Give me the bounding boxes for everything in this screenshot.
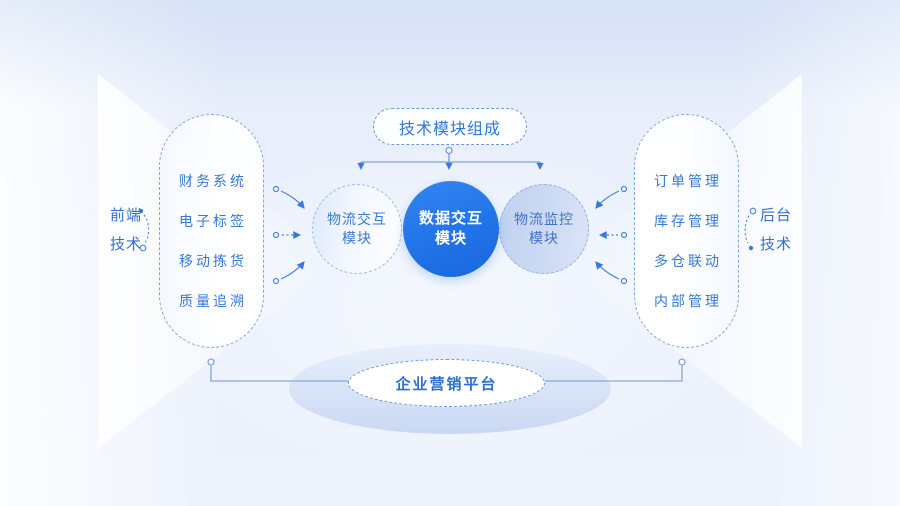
module-label-line: 模块 [529,230,559,246]
right-panel-item: 库存管理 [654,213,722,229]
module-circle-logistics-monitoring: 物流监控 模块 [499,184,589,274]
left-side-label-line: 技术 [109,236,142,253]
left-side-label: 前端 技术 [98,201,142,259]
module-label-line: 物流交互 [327,211,387,228]
module-label-line: 物流监控 [514,211,574,228]
module-label-line: 模块 [342,230,372,246]
module-circle-logistics-interaction: 物流交互 模块 [312,184,402,274]
left-panel-item: 质量追溯 [179,293,247,309]
right-panel-item: 内部管理 [654,293,722,309]
bottom-platform-pill: 企业营销平台 [348,359,545,407]
module-label-line: 数据交互 [418,209,483,227]
left-panel-item: 财务系统 [179,173,247,189]
right-side-label: 后台 技术 [760,201,804,259]
module-circle-data-interaction: 数据交互 模块 [403,181,499,277]
diagram-title: 技术模块组成 [398,120,501,138]
left-side-label-line: 前端 [109,207,142,224]
right-panel-item: 多仓联动 [654,253,722,269]
diagram-title-pill: 技术模块组成 [373,108,527,145]
right-side-label-line: 技术 [760,236,793,253]
left-panel: 财务系统 电子标签 移动拣货 质量追溯 [159,114,264,348]
module-label-line: 模块 [434,230,467,247]
left-panel-item: 电子标签 [179,213,247,229]
left-panel-item: 移动拣货 [179,253,247,269]
right-panel: 订单管理 库存管理 多仓联动 内部管理 [634,114,739,348]
right-panel-item: 订单管理 [654,173,722,189]
right-side-label-line: 后台 [760,207,793,224]
bottom-platform-label: 企业营销平台 [395,375,498,393]
